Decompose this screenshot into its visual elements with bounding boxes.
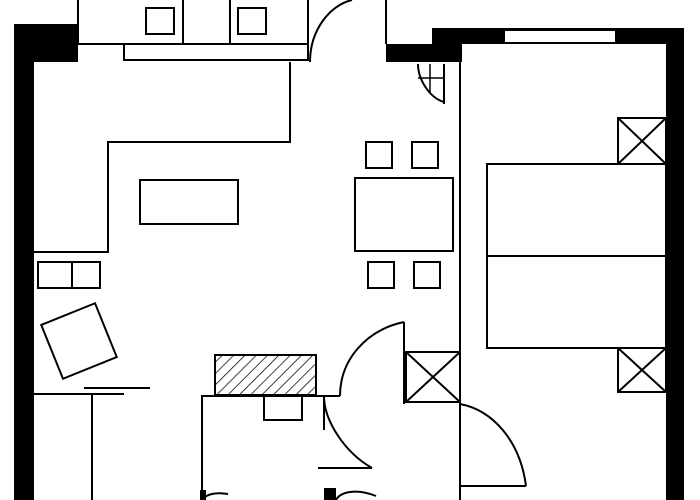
chair-bottom-right <box>413 261 441 289</box>
kitchen-counter-outline <box>34 62 291 253</box>
bottom-door-arc-left <box>201 492 229 500</box>
top-bay <box>77 0 309 61</box>
wardrobe <box>405 351 461 403</box>
top-wall-middle <box>386 44 462 62</box>
stove-left <box>37 261 73 289</box>
left-wall <box>14 24 34 500</box>
top-door <box>309 0 387 63</box>
top-wall-left <box>14 24 78 62</box>
lower-door-arc <box>339 321 405 397</box>
dining-table <box>354 177 454 252</box>
armchair <box>39 301 119 381</box>
chair-top-right <box>411 141 439 169</box>
bottom-door-arc-right <box>335 490 377 500</box>
hatched-unit <box>214 354 317 396</box>
nightstand-bottom <box>617 347 667 393</box>
window-right <box>503 29 617 44</box>
window-left <box>123 43 309 61</box>
bedroom <box>486 117 667 393</box>
exterior-walls <box>14 24 684 500</box>
bay-box-left <box>145 7 175 35</box>
living-room <box>34 62 445 253</box>
bed-lower <box>486 255 667 349</box>
bath-door-arc <box>323 395 373 469</box>
bay-box-right <box>237 7 267 35</box>
hallway <box>201 321 527 500</box>
hall-door-arc <box>459 403 527 487</box>
right-wall <box>666 28 684 500</box>
stove-right <box>71 261 101 289</box>
bottom-wall-fragment-2 <box>324 488 336 500</box>
door-swing-top <box>309 0 353 63</box>
bedroom-door-arc <box>417 63 445 103</box>
sofa <box>139 179 239 225</box>
bed-upper <box>486 163 667 257</box>
nightstand-top <box>617 117 667 165</box>
sink <box>263 395 303 421</box>
bay-outline <box>77 0 309 45</box>
living-furniture <box>34 141 454 500</box>
chair-bottom-left <box>367 261 395 289</box>
chair-top-left <box>365 141 393 169</box>
